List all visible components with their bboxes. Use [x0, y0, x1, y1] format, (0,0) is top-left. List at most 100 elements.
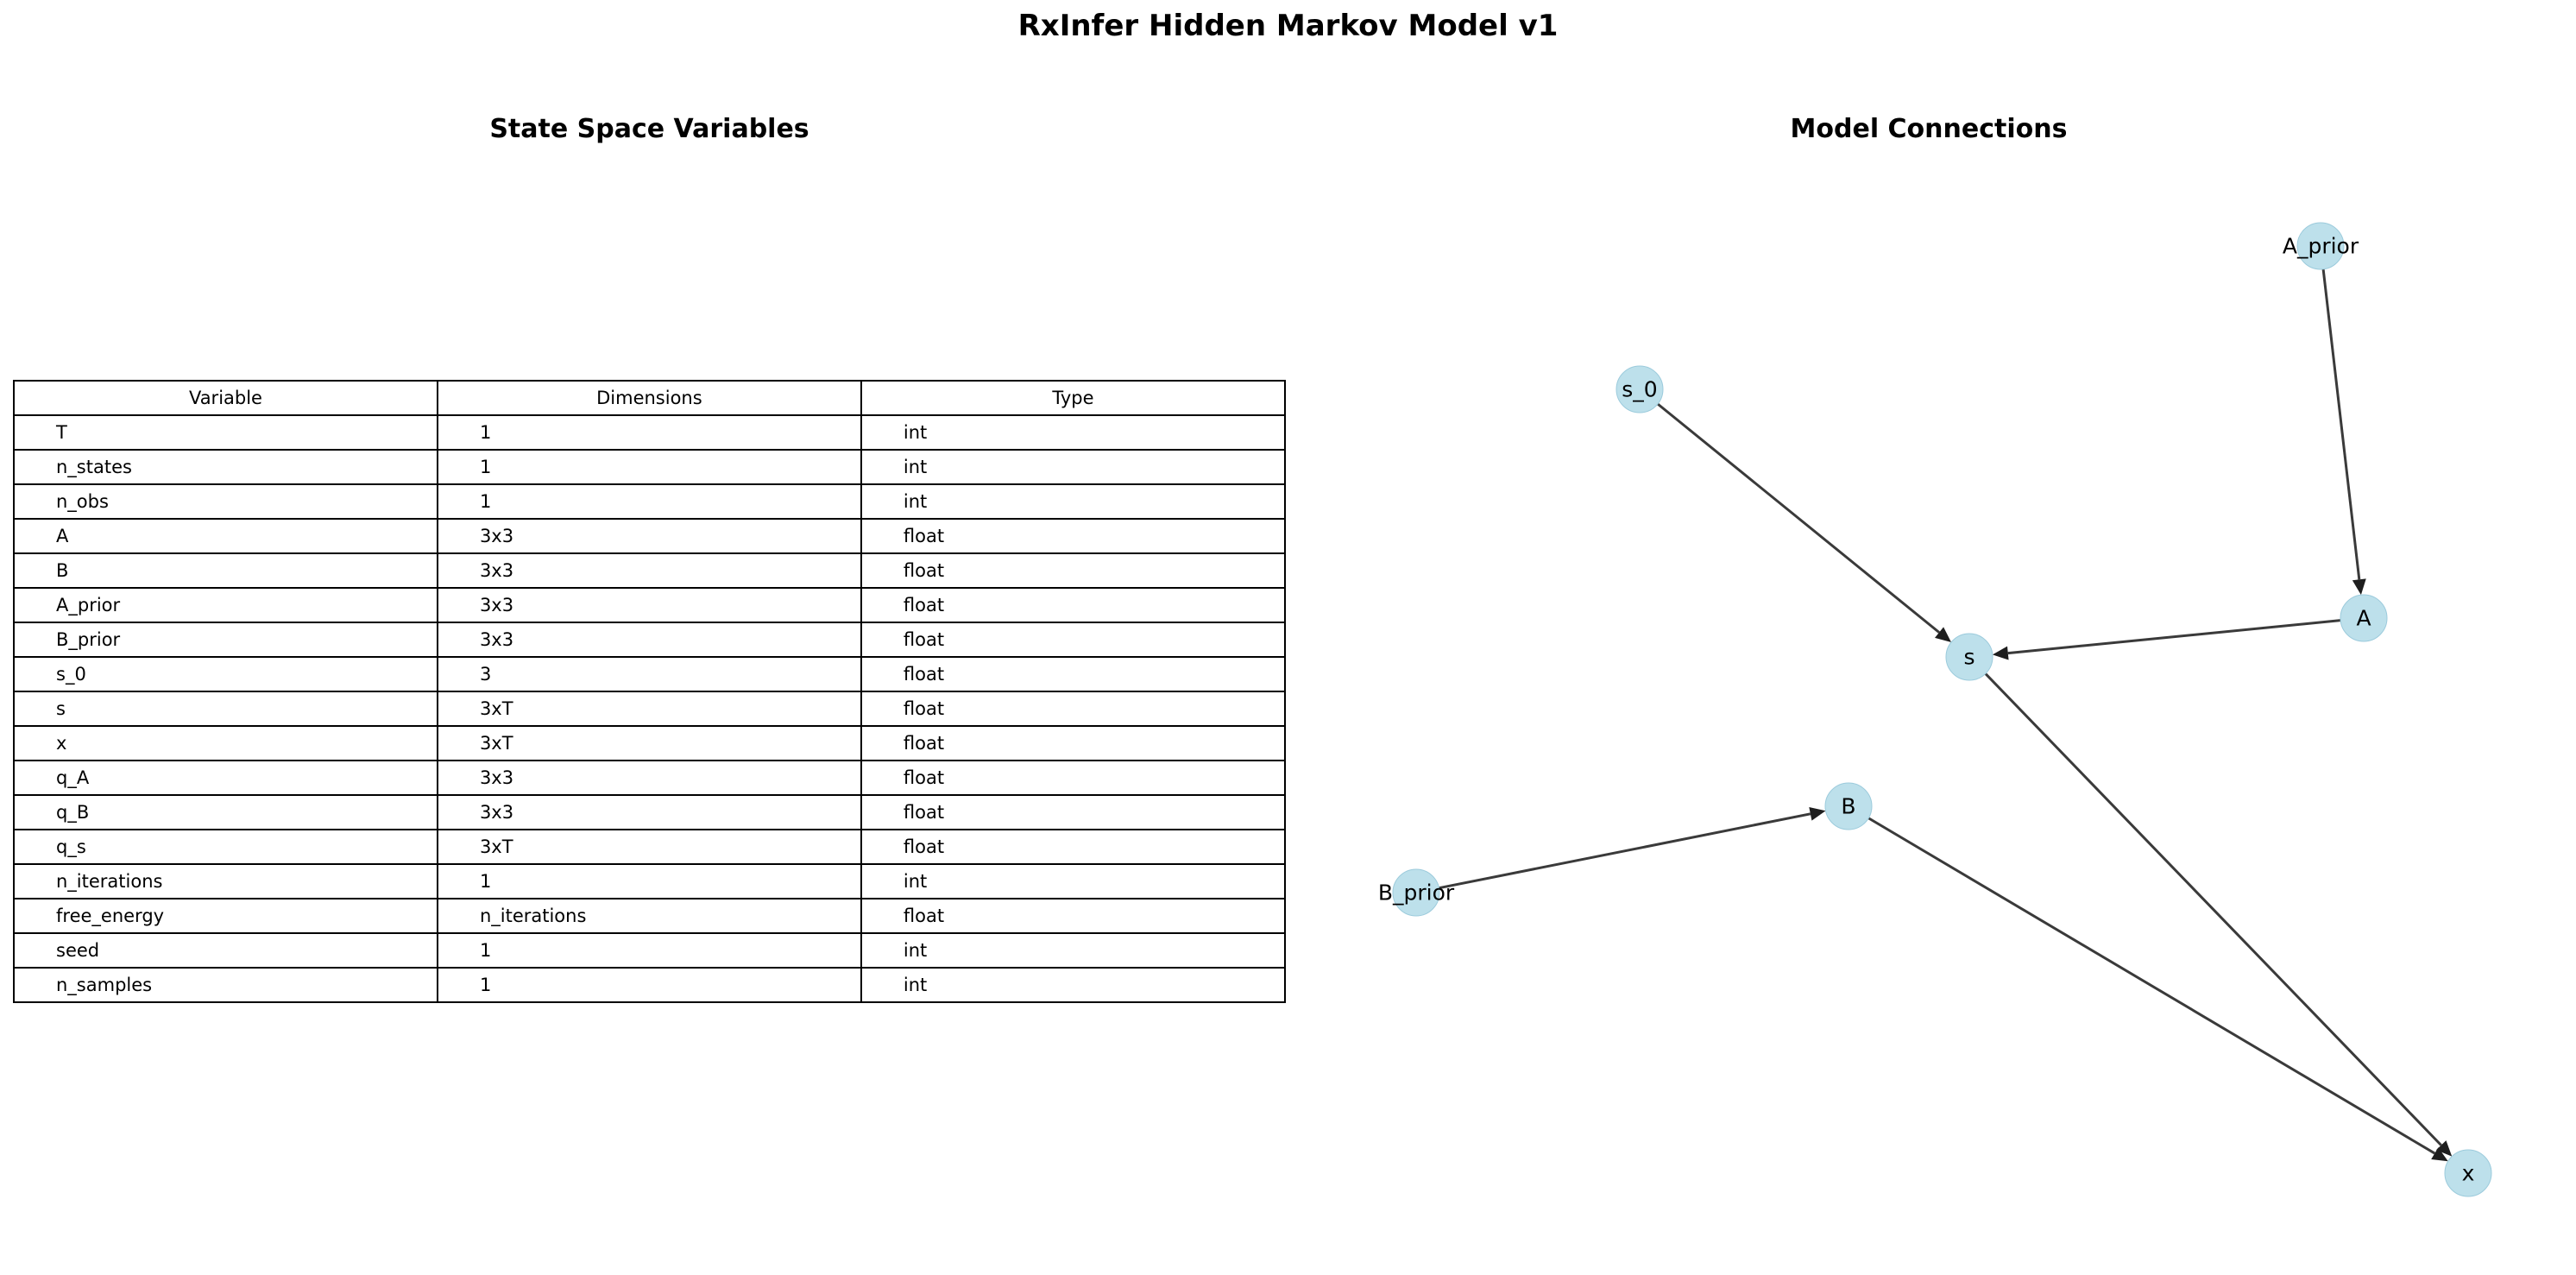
- node-B_prior: B_prior: [1378, 868, 1455, 917]
- arrowhead: [1809, 806, 1826, 821]
- arrowhead: [2352, 578, 2366, 596]
- dimensions-cell: 3x3: [436, 552, 862, 589]
- variable-cell: q_B: [13, 794, 438, 830]
- edge-line: [2321, 268, 2361, 580]
- node-label: B_prior: [1378, 881, 1455, 906]
- variable-cell: n_iterations: [13, 863, 438, 899]
- variable-cell: A_prior: [13, 587, 438, 623]
- type-cell: float: [860, 898, 1287, 934]
- node-label: s_0: [1622, 377, 1657, 402]
- type-cell: int: [860, 483, 1287, 520]
- dimensions-cell: 3x3: [436, 760, 862, 796]
- edge-B_prior-to-B: [1439, 806, 1826, 890]
- dimensions-cell: 1: [436, 483, 862, 520]
- variable-cell: n_states: [13, 449, 438, 485]
- node-circle: [2296, 222, 2345, 270]
- edge-B-to-x: [1867, 817, 2448, 1162]
- type-cell: float: [860, 518, 1287, 554]
- dimensions-cell: 1: [436, 932, 862, 969]
- type-cell: float: [860, 552, 1287, 589]
- type-cell: float: [860, 587, 1287, 623]
- edge-s-to-x: [1984, 672, 2453, 1157]
- edge-line: [1984, 672, 2442, 1146]
- dimensions-cell: n_iterations: [436, 898, 862, 934]
- variable-cell: q_s: [13, 829, 438, 865]
- variable-cell: A: [13, 518, 438, 554]
- node-B: B: [1824, 782, 1873, 830]
- variable-cell: free_energy: [13, 898, 438, 934]
- dimensions-cell: 3x3: [436, 587, 862, 623]
- node-circle: [1616, 365, 1664, 413]
- node-s_0: s_0: [1616, 365, 1664, 413]
- table-header-row: Variable Dimensions Type: [13, 380, 1287, 416]
- type-cell: float: [860, 725, 1287, 761]
- arrowhead: [1992, 646, 2009, 660]
- type-cell: float: [860, 794, 1287, 830]
- node-label: B: [1841, 794, 1855, 819]
- node-circle: [2340, 594, 2388, 642]
- variable-cell: n_samples: [13, 967, 438, 1003]
- edges-layer: [1439, 268, 2453, 1162]
- dimensions-cell: 3xT: [436, 829, 862, 865]
- column-header: Type: [860, 380, 1287, 416]
- node-label: x: [2462, 1161, 2475, 1186]
- dimensions-cell: 1: [436, 449, 862, 485]
- dimensions-cell: 3xT: [436, 691, 862, 727]
- variable-cell: q_A: [13, 760, 438, 796]
- edge-line: [2007, 619, 2341, 655]
- variable-cell: s: [13, 691, 438, 727]
- node-label: A: [2356, 606, 2371, 631]
- dimensions-cell: 3x3: [436, 622, 862, 658]
- edge-s_0-to-s: [1657, 402, 1952, 642]
- type-cell: int: [860, 449, 1287, 485]
- column-header: Variable: [13, 380, 438, 416]
- edge-A-to-s: [1992, 619, 2341, 660]
- edge-A_prior-to-A: [2321, 268, 2366, 596]
- dimensions-cell: 1: [436, 863, 862, 899]
- dimensions-cell: 1: [436, 967, 862, 1003]
- type-cell: float: [860, 829, 1287, 865]
- dimensions-cell: 3x3: [436, 794, 862, 830]
- variable-cell: T: [13, 414, 438, 451]
- node-circle: [1945, 633, 1993, 681]
- type-cell: float: [860, 760, 1287, 796]
- arrowhead: [2435, 1140, 2453, 1157]
- dimensions-cell: 3: [436, 656, 862, 692]
- dimensions-cell: 3x3: [436, 518, 862, 554]
- node-label: s: [1963, 645, 1975, 670]
- type-cell: float: [860, 656, 1287, 692]
- variable-cell: B_prior: [13, 622, 438, 658]
- dimensions-cell: 1: [436, 414, 862, 451]
- variable-cell: seed: [13, 932, 438, 969]
- type-cell: int: [860, 863, 1287, 899]
- node-x: x: [2444, 1149, 2492, 1197]
- page-title: RxInfer Hidden Markov Model v1: [1017, 9, 1559, 43]
- variable-cell: B: [13, 552, 438, 589]
- node-circle: [1824, 782, 1873, 830]
- type-cell: int: [860, 932, 1287, 969]
- dimensions-cell: 3xT: [436, 725, 862, 761]
- node-circle: [1392, 868, 1440, 917]
- graph-panel-title: Model Connections: [1790, 114, 2068, 144]
- type-cell: float: [860, 622, 1287, 658]
- table-panel-title: State Space Variables: [489, 114, 809, 144]
- type-cell: int: [860, 414, 1287, 451]
